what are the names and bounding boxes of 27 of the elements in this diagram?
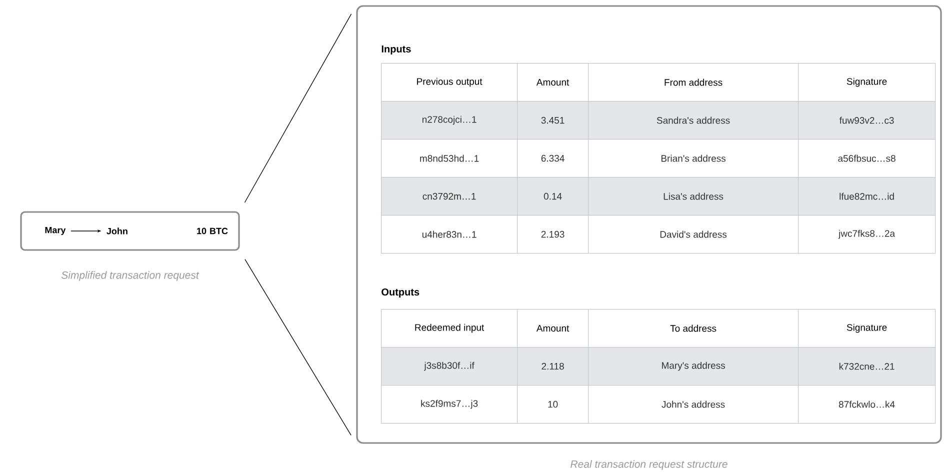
table-cell: lfue82mc…id [798,177,936,216]
table-cell: fuw93v2…c3 [798,101,936,140]
table-cell: j3s8b30f…if [381,347,518,386]
zoom-line [244,259,352,436]
table-cell: 2.118 [517,347,589,386]
table-cell: 3.451 [517,101,589,140]
table-heading: Inputs [382,46,411,54]
table-cell: Previous output [381,63,518,102]
node-label: Real transaction request structure [570,460,728,470]
name-text: John [106,228,128,234]
table-cell: Signature [798,309,936,348]
table-cell: jwc7fks8…2a [798,215,936,254]
table-cell: 87fckwlo…k4 [798,385,936,424]
zoom-line [244,14,352,203]
table-cell: 2.193 [517,215,589,254]
table-cell: 0.14 [517,177,589,216]
table-cell: k732cne…21 [798,347,936,386]
table-cell: u4her83n…1 [381,215,518,254]
table-cell: Redeemed input [381,309,518,348]
table-cell: 10 [517,385,589,424]
table-heading: Outputs [382,288,420,298]
name-text: Mary [45,226,66,236]
table-cell: cn3792m…1 [381,177,518,216]
table-cell: n278cojci…1 [381,101,518,140]
table-cell: ks2f9ms7…j3 [381,385,518,424]
table-cell: Signature [798,63,936,102]
node-label: Simplified transaction request [61,271,200,281]
